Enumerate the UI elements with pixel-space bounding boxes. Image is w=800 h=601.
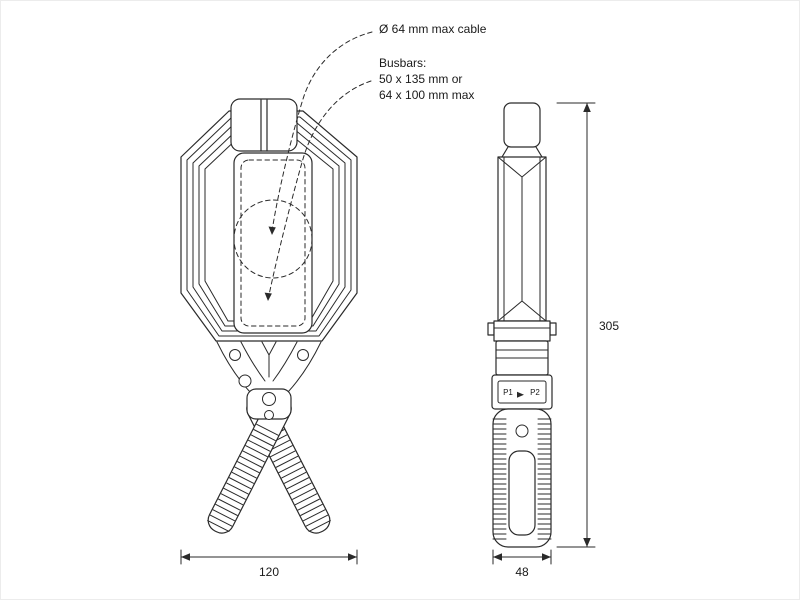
- side-handle-ribs-left: [492, 418, 507, 540]
- terminal-p1-label: P1: [503, 388, 513, 397]
- cable-leader-arrow: [268, 226, 276, 235]
- side-collar: [487, 320, 557, 342]
- terminal-label-plate: P1 P2: [491, 374, 553, 410]
- jaw-opening-window: [233, 152, 313, 334]
- busbar-opening-dashed: [240, 159, 306, 327]
- callouts: Ø 64 mm max cable Busbars: 50 x 135 mm o…: [264, 22, 487, 301]
- side-hinge: [495, 340, 549, 376]
- front-view: [180, 98, 358, 534]
- side-handle: [492, 408, 552, 548]
- height-value: 305: [599, 319, 619, 333]
- dimension-side-width: 48: [492, 549, 552, 579]
- side-handle-ribs-right: [537, 418, 552, 540]
- cable-callout-text: Ø 64 mm max cable: [379, 22, 487, 36]
- side-view: P1 P2: [487, 102, 557, 548]
- front-width-value: 120: [259, 565, 279, 579]
- jaw-latch: [230, 98, 298, 152]
- busbars-leader-arrow: [264, 292, 272, 301]
- side-width-value: 48: [515, 565, 529, 579]
- pivot-pins: [229, 349, 309, 420]
- cable-leader-line: [271, 31, 373, 232]
- dimension-front-width: 120: [180, 549, 358, 579]
- left-grip-ribs: [207, 423, 279, 532]
- dimension-height: 305: [556, 102, 619, 548]
- side-jaw-body: [497, 156, 547, 322]
- busbars-callout-line2: 50 x 135 mm or: [379, 72, 462, 86]
- busbars-callout-line3: 64 x 100 mm max: [379, 88, 474, 102]
- busbars-leader-line: [268, 80, 372, 296]
- max-cable-circle-dashed: [233, 199, 313, 279]
- terminal-p2-label: P2: [530, 388, 540, 397]
- busbars-callout-title: Busbars:: [379, 56, 426, 70]
- side-top-latch: [501, 102, 543, 158]
- arrow-right-icon: [517, 391, 524, 398]
